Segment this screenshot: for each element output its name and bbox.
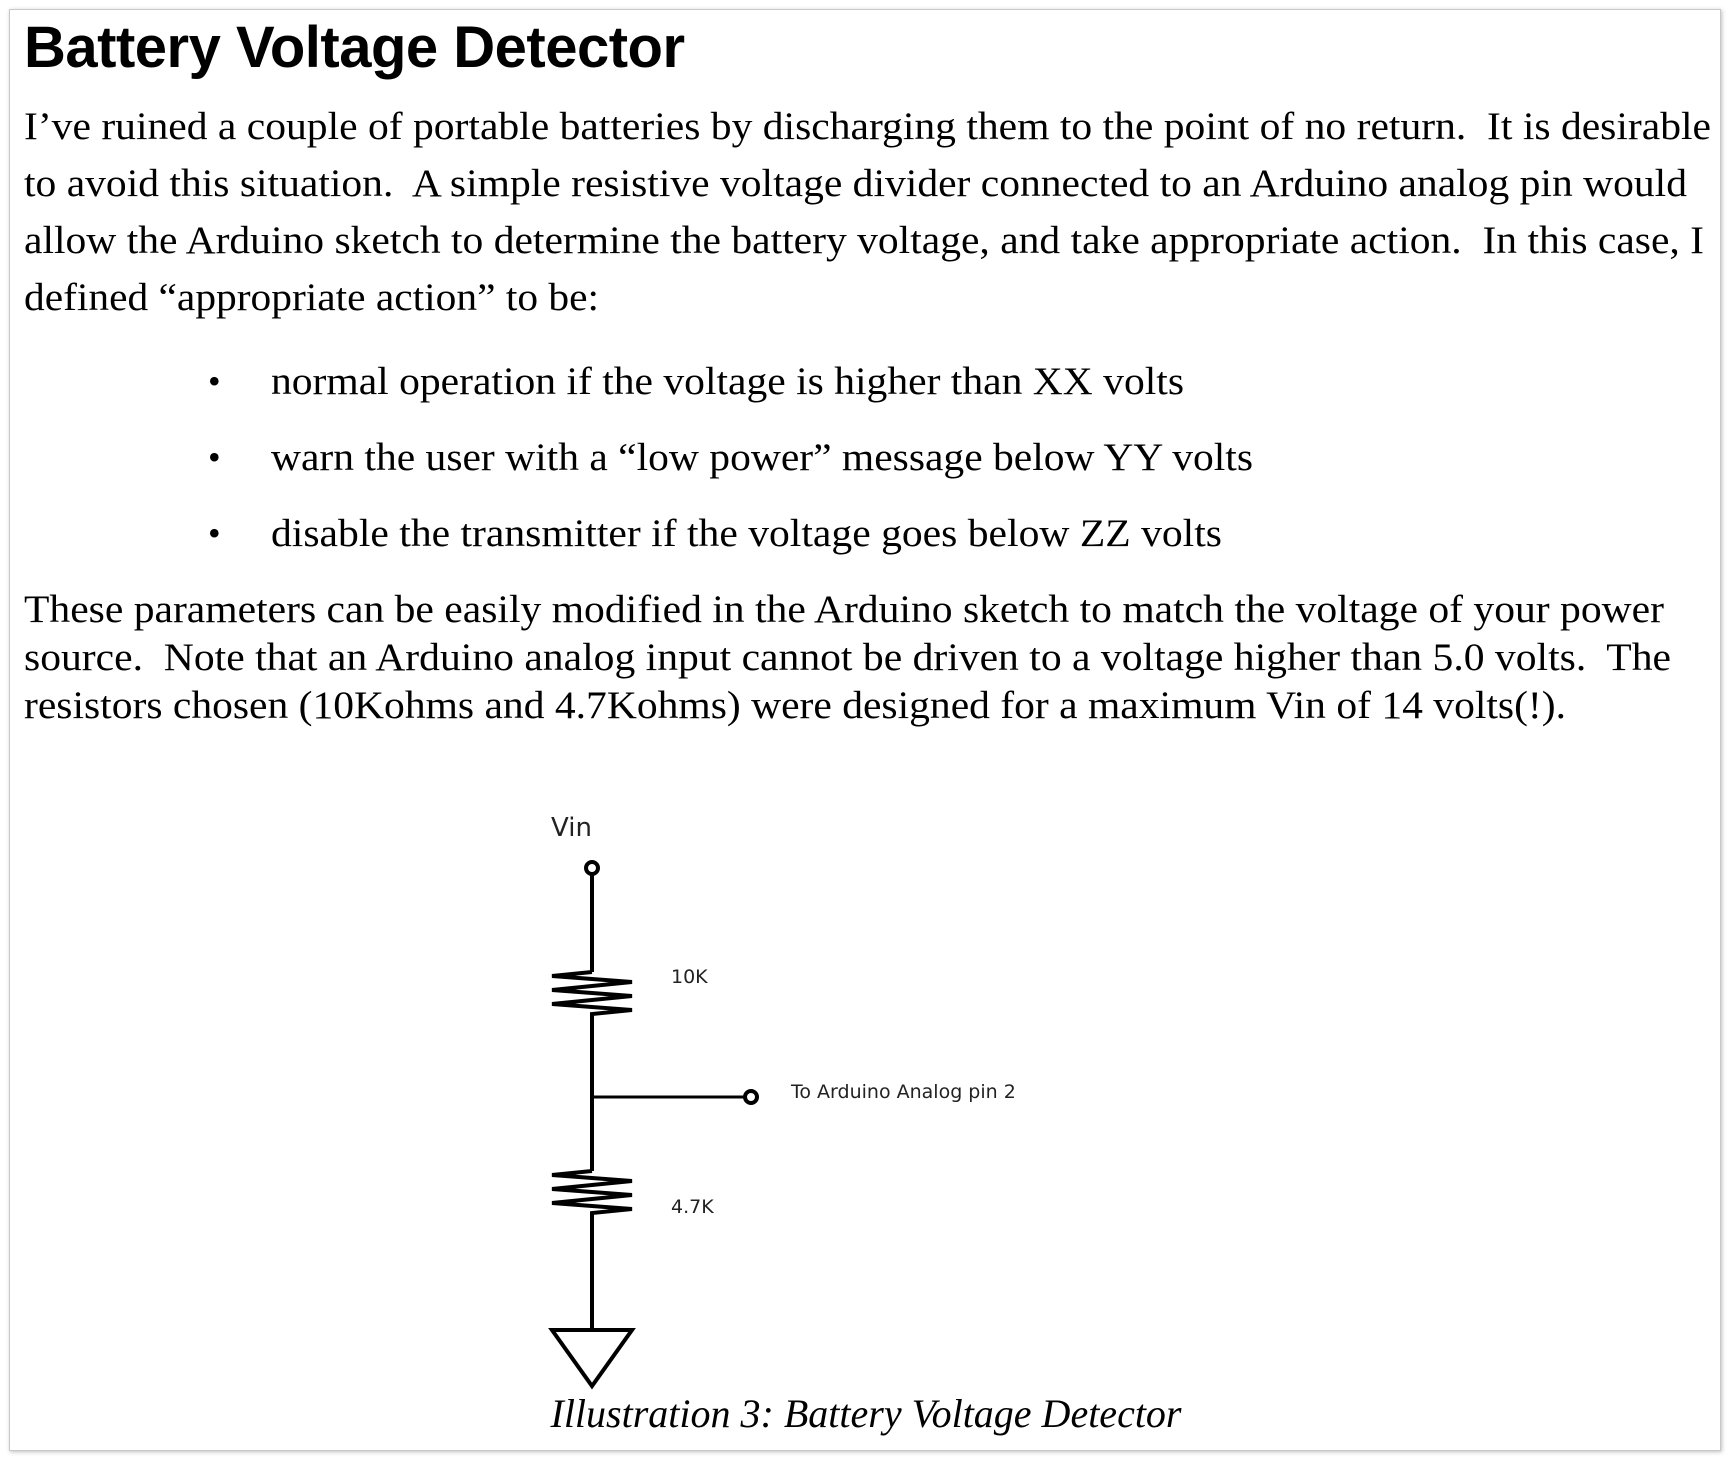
resistor-10k-symbol xyxy=(551,970,633,1016)
bullet-item-1: normal operation if the voltage is highe… xyxy=(271,360,1184,403)
bullet-item-3: disable the transmitter if the voltage g… xyxy=(271,512,1222,555)
params-line-2: source. Note that an Arduino analog inpu… xyxy=(24,636,1671,679)
bullet-marker: • xyxy=(208,361,221,401)
intro-line-3: allow the Arduino sketch to determine th… xyxy=(24,219,1704,262)
r2-label: 4.7K xyxy=(671,1196,714,1218)
intro-line-2: to avoid this situation. A simple resist… xyxy=(24,162,1687,205)
output-label: To Arduino Analog pin 2 xyxy=(791,1081,1016,1103)
bullet-marker: • xyxy=(208,437,221,477)
bullet-item-2: warn the user with a “low power” message… xyxy=(271,436,1253,479)
vin-label: Vin xyxy=(551,813,592,843)
vin-terminal xyxy=(584,860,600,876)
r1-label: 10K xyxy=(671,966,708,988)
bullet-marker: • xyxy=(208,513,221,553)
figure-caption: Illustration 3: Battery Voltage Detector xyxy=(550,1391,1182,1436)
params-line-3: resistors chosen (10Kohms and 4.7Kohms) … xyxy=(24,684,1566,727)
document-page xyxy=(9,9,1721,1451)
intro-line-1: I’ve ruined a couple of portable batteri… xyxy=(24,105,1711,148)
intro-line-4: defined “appropriate action” to be: xyxy=(24,276,599,319)
page-title: Battery Voltage Detector xyxy=(24,15,685,80)
output-terminal xyxy=(743,1089,759,1105)
resistor-4-7k-symbol xyxy=(551,1169,633,1216)
ground-icon xyxy=(548,1328,636,1390)
params-line-1: These parameters can be easily modified … xyxy=(24,588,1664,631)
